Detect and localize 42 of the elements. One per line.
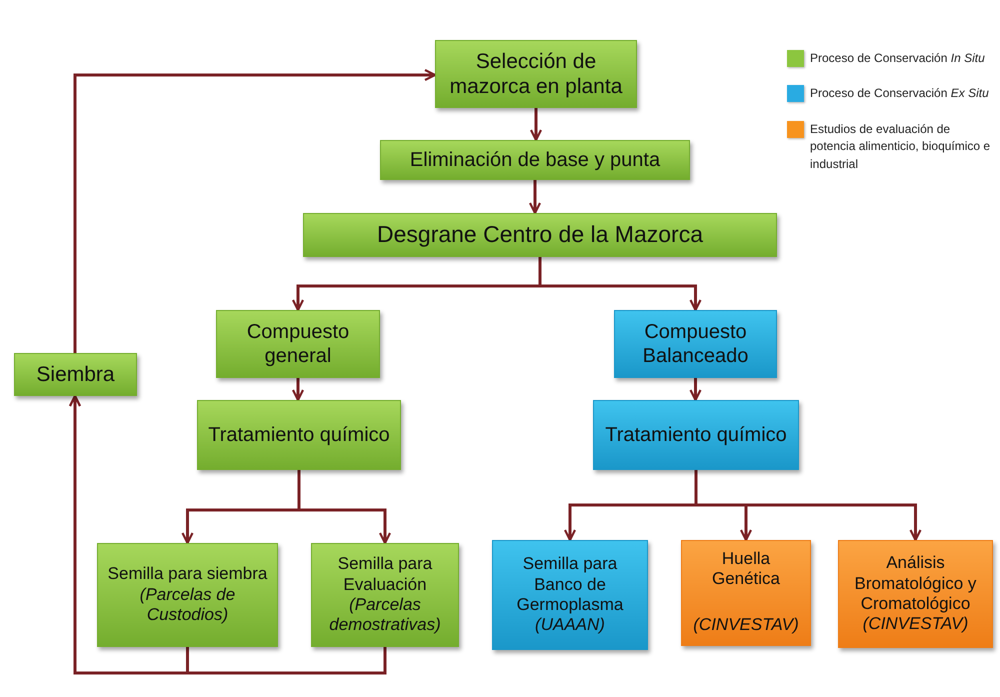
process-box — [838, 540, 993, 648]
arrow — [74, 68, 436, 353]
legend-label: Proceso de Conservación Ex Situ — [810, 85, 989, 102]
box-note: (Parcelas de Custodios) — [138, 584, 236, 626]
legend-label: Estudios de evaluación de potencia alimenticio, bioquímico e industrial — [810, 120, 992, 173]
arrow — [528, 180, 542, 214]
arrow — [292, 378, 304, 402]
process-box — [216, 310, 380, 378]
process-box — [492, 540, 648, 650]
box-note: (UAAAN) — [535, 615, 605, 636]
box-title: Semilla para Evaluación — [336, 554, 434, 595]
box-title: Tratamiento químico — [605, 423, 787, 447]
box-note: (CINVESTAV) — [862, 614, 968, 635]
box-title: Selección de mazorca en planta — [448, 48, 624, 100]
process-box — [197, 400, 401, 470]
box-title: Semilla para Banco de Germoplasma — [516, 554, 624, 616]
process-box — [311, 543, 459, 647]
box-title: Huella Genética — [710, 549, 782, 590]
box-title: Tratamiento químico — [208, 423, 390, 447]
box-note: (Parcelas demostrativas) — [328, 595, 442, 636]
process-box — [97, 543, 278, 647]
box-title: Compuesto Balanceado — [642, 320, 750, 368]
box-title: Semilla para siembra — [108, 564, 268, 585]
process-box — [614, 310, 777, 378]
arrow — [689, 378, 702, 402]
process-box — [14, 353, 137, 396]
box-title: Siembra — [36, 362, 115, 388]
process-box — [435, 40, 637, 108]
box-title: Eliminación de base y punta — [410, 148, 660, 172]
arrow — [68, 394, 386, 674]
box-note: (CINVESTAV) — [693, 614, 799, 635]
arrow — [538, 257, 702, 312]
process-box — [681, 540, 811, 646]
box-title: Desgrane Centro de la Mazorca — [377, 221, 703, 249]
process-box — [593, 400, 799, 470]
process-box — [380, 140, 690, 180]
legend-label: Proceso de Conservación In Situ — [810, 50, 985, 67]
arrow — [694, 470, 922, 542]
process-box — [303, 213, 777, 257]
box-title: Análisis Bromatológico y Cromatológico — [854, 553, 978, 614]
box-title: Compuesto general — [246, 320, 350, 368]
arrow — [530, 108, 542, 142]
